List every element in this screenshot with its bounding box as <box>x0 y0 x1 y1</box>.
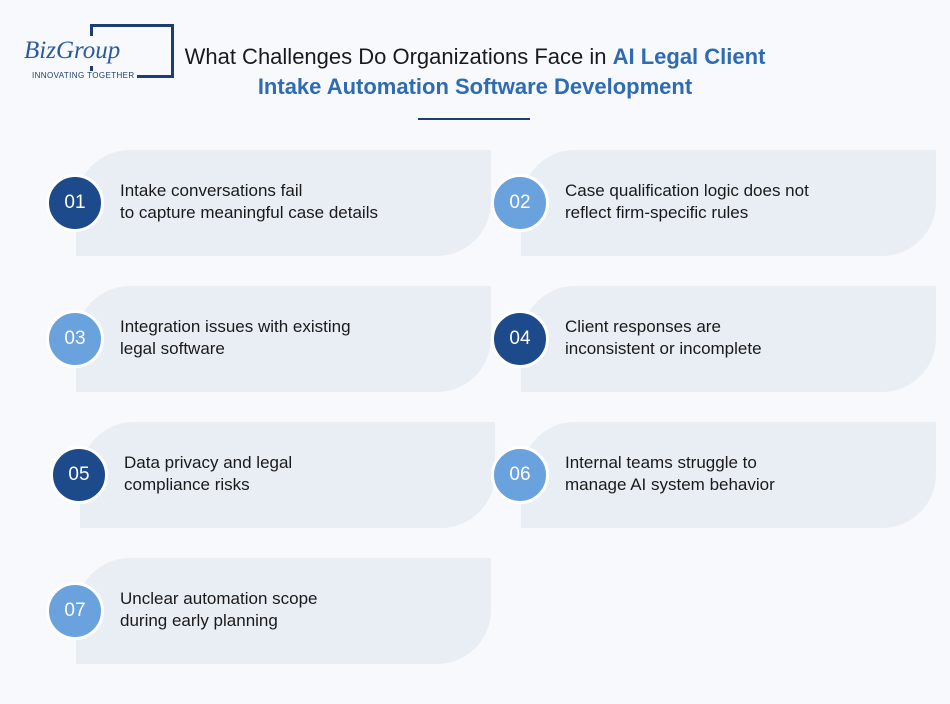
challenge-card-05: 05 Data privacy and legal compliance ris… <box>50 422 495 528</box>
challenge-line-2: to capture meaningful case details <box>120 203 378 222</box>
card-background <box>76 286 491 392</box>
challenge-number-badge: 01 <box>46 174 104 232</box>
challenge-line-2: compliance risks <box>124 475 250 494</box>
challenge-line-2: legal software <box>120 339 225 358</box>
card-background <box>521 286 936 392</box>
challenge-card-03: 03 Integration issues with existing lega… <box>46 286 491 392</box>
challenge-line-1: Internal teams struggle to <box>565 453 757 472</box>
challenge-line-1: Case qualification logic does not <box>565 181 809 200</box>
challenge-number-badge: 03 <box>46 310 104 368</box>
challenge-line-2: reflect firm-specific rules <box>565 203 749 222</box>
challenge-text: Case qualification logic does not reflec… <box>565 180 916 224</box>
challenge-line-1: Integration issues with existing <box>120 317 351 336</box>
challenge-line-2: during early planning <box>120 611 278 630</box>
title-underline <box>418 118 530 120</box>
challenge-card-06: 06 Internal teams struggle to manage AI … <box>491 422 936 528</box>
challenge-line-1: Intake conversations fail <box>120 181 303 200</box>
card-background <box>76 558 491 664</box>
challenge-text: Client responses are inconsistent or inc… <box>565 316 916 360</box>
challenge-text: Intake conversations fail to capture mea… <box>120 180 471 224</box>
logo-wordmark: BizGroup <box>24 36 124 66</box>
challenge-card-02: 02 Case qualification logic does not ref… <box>491 150 936 256</box>
card-background <box>521 422 936 528</box>
challenge-card-01: 01 Intake conversations fail to capture … <box>46 150 491 256</box>
challenge-number-badge: 04 <box>491 310 549 368</box>
challenge-line-1: Client responses are <box>565 317 721 336</box>
title-accent: AI Legal Client Intake Automation Softwa… <box>257 44 766 99</box>
challenge-line-2: manage AI system behavior <box>565 475 775 494</box>
challenge-text: Unclear automation scope during early pl… <box>120 588 471 632</box>
challenge-text: Internal teams struggle to manage AI sys… <box>565 452 916 496</box>
challenge-number-badge: 02 <box>491 174 549 232</box>
challenge-card-04: 04 Client responses are inconsistent or … <box>491 286 936 392</box>
page-title: What Challenges Do Organizations Face in… <box>170 42 780 102</box>
card-background <box>521 150 936 256</box>
bizgroup-logo: BizGroup INNOVATING TOGETHER <box>22 22 174 86</box>
card-background <box>80 422 495 528</box>
challenge-card-07: 07 Unclear automation scope during early… <box>46 558 491 664</box>
challenge-number-badge: 07 <box>46 582 104 640</box>
challenge-line-2: inconsistent or incomplete <box>565 339 762 358</box>
card-background <box>76 150 491 256</box>
challenge-text: Integration issues with existing legal s… <box>120 316 471 360</box>
challenge-text: Data privacy and legal compliance risks <box>124 452 475 496</box>
challenge-number-badge: 06 <box>491 446 549 504</box>
title-text: What Challenges Do Organizations Face in <box>184 44 613 69</box>
challenge-line-1: Data privacy and legal <box>124 453 293 472</box>
challenge-line-1: Unclear automation scope <box>120 589 318 608</box>
challenge-number-badge: 05 <box>50 446 108 504</box>
logo-tagline: INNOVATING TOGETHER <box>30 71 137 80</box>
